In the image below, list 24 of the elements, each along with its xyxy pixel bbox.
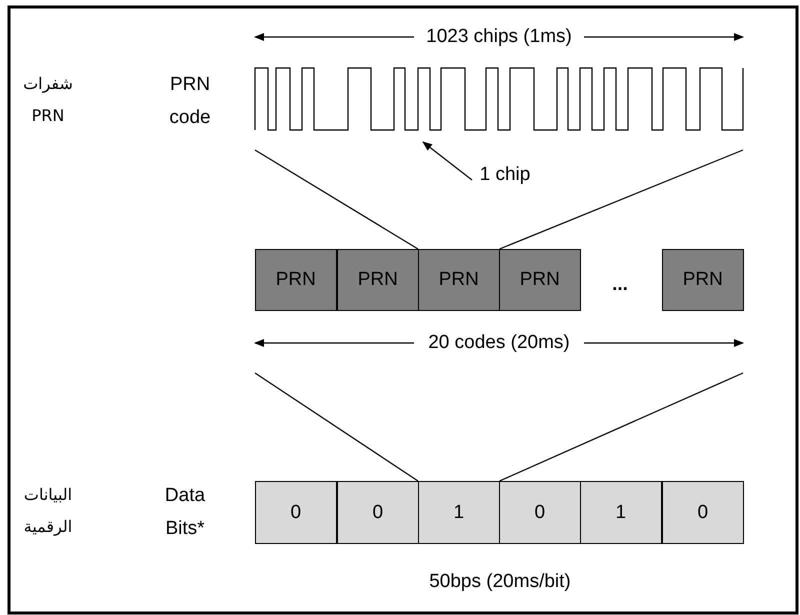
zoom-line: [499, 372, 744, 482]
callout-label: 1 chip: [470, 160, 540, 190]
code-cell: PRN: [499, 249, 580, 311]
zoom-line: [499, 149, 744, 250]
zoom-line: [254, 149, 418, 250]
code-cell: PRN: [255, 249, 336, 311]
code-cell: PRN: [337, 249, 418, 311]
bit-cell: 0: [255, 481, 336, 544]
row-label: PRN code: [168, 73, 212, 130]
ellipsis: ...: [611, 273, 629, 297]
row-label: Data Bits*: [164, 484, 206, 541]
bit-cell: 0: [662, 481, 744, 544]
bit-cell: 1: [418, 481, 500, 544]
code-cell: PRN: [418, 249, 500, 311]
waveform-drawing: [254, 67, 744, 131]
leader-line: [422, 141, 472, 180]
bit-cell: 0: [499, 481, 580, 544]
zoom-line: [254, 372, 418, 482]
code-cell: PRN: [662, 249, 744, 311]
bit-cell: 1: [580, 481, 662, 544]
bit-cell: 0: [337, 481, 418, 544]
side-label: البيانات الرقمية: [22, 484, 74, 538]
rate-label: 50bps (20ms/bit): [428, 570, 572, 594]
side-label: شفرات PRN: [22, 73, 74, 127]
